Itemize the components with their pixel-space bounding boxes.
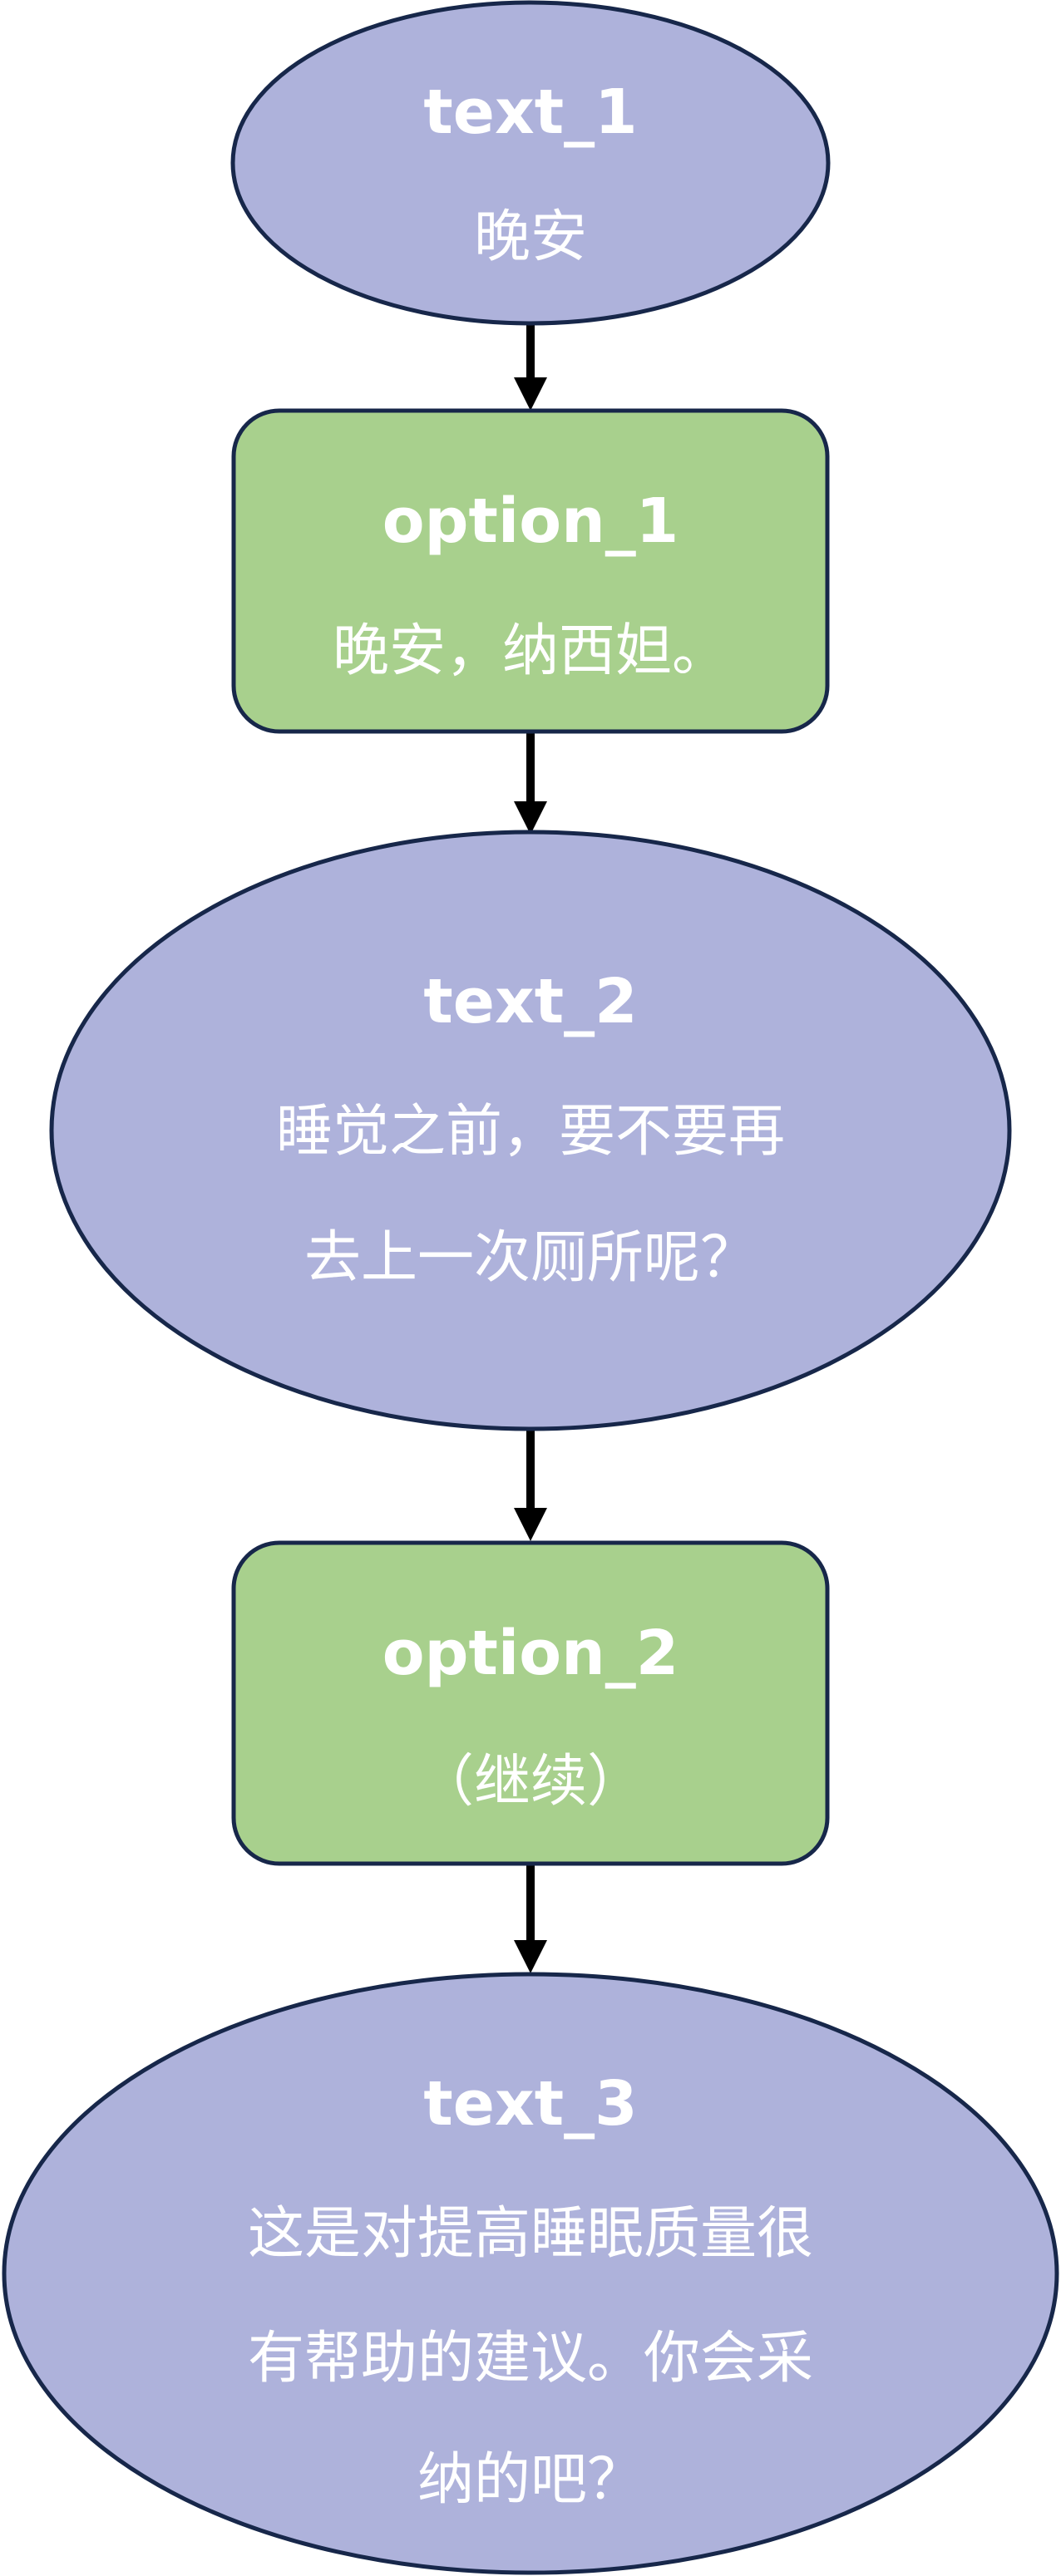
node-text_2-title: text_2 <box>423 966 637 1037</box>
edge-text_1-to-option_1 <box>514 324 547 411</box>
edge-text_2-to-option_2 <box>514 1430 547 1541</box>
node-text_2-line-1: 睡觉之前，要不要再 <box>276 1099 785 1165</box>
node-option_1-title: option_1 <box>382 485 679 557</box>
node-text_2: text_2 睡觉之前，要不要再 去上一次厕所呢？ <box>49 830 1012 1431</box>
node-option_2-line-1: （继续） <box>417 1749 644 1815</box>
node-option_1-line-1: 晚安，纳西妲。 <box>333 618 728 684</box>
node-text_1-title: text_1 <box>423 76 637 148</box>
node-text_3-line-2: 有帮助的建议。你会采 <box>248 2326 813 2391</box>
node-text_2-shape <box>49 830 1012 1431</box>
node-option_1-shape <box>231 408 830 734</box>
node-text_3: text_3 这是对提高睡眠质量很 有帮助的建议。你会采 纳的吧？ <box>2 1972 1059 2575</box>
node-option_2-shape <box>231 1540 830 1866</box>
node-text_3-line-1: 这是对提高睡眠质量很 <box>248 2201 813 2267</box>
node-text_3-title: text_3 <box>423 2068 637 2140</box>
edge-option_2-to-text_3 <box>514 1864 547 1973</box>
node-text_1-line-1: 晚安 <box>474 204 587 270</box>
node-text_1-shape <box>230 0 831 326</box>
edges <box>514 324 547 1973</box>
node-option_2: option_2 （继续） <box>231 1540 830 1866</box>
node-option_2-title: option_2 <box>382 1618 679 1689</box>
node-text_3-line-3: 纳的吧？ <box>417 2447 644 2513</box>
node-text_3-shape <box>2 1972 1059 2575</box>
node-text_1: text_1 晚安 <box>230 0 831 326</box>
edge-option_1-to-text_2 <box>514 731 547 835</box>
node-text_2-line-2: 去上一次厕所呢？ <box>304 1225 757 1291</box>
node-option_1: option_1 晚安，纳西妲。 <box>231 408 830 734</box>
